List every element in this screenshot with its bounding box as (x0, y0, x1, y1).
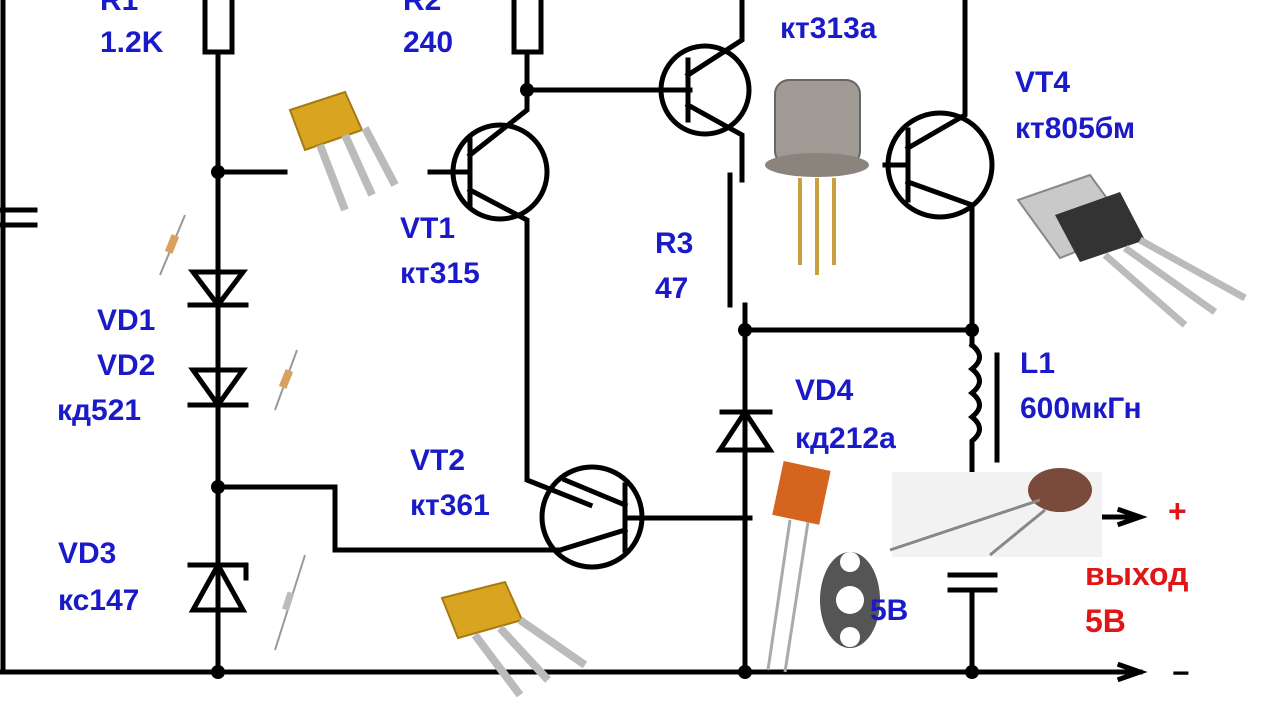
label-vt1: VT1 (400, 212, 455, 245)
label-partial: 5В (870, 594, 908, 627)
label-l1-value: 600мкГн (1020, 392, 1142, 425)
photo-orange-capacitor (766, 460, 831, 673)
photo-mica-washer (820, 552, 880, 648)
label-plus: + (1168, 493, 1187, 529)
label-vt2: VT2 (410, 444, 465, 477)
label-r1: R1 (100, 0, 138, 17)
label-r2-value: 240 (403, 26, 453, 59)
label-r3: R3 (655, 227, 693, 260)
label-vd3-type: кс147 (58, 584, 139, 617)
label-vd12-type: кд521 (57, 394, 141, 427)
label-l1: L1 (1020, 347, 1055, 380)
label-minus: − (1172, 657, 1190, 690)
label-vd4-type: кд212а (795, 422, 896, 455)
label-vd3: VD3 (58, 537, 116, 570)
photo-kt361-package (440, 580, 588, 698)
label-output-voltage: 5В (1085, 603, 1126, 639)
photo-kt805-to220 (1016, 173, 1247, 328)
label-vt4: VT4 (1015, 66, 1070, 99)
label-r1-value: 1.2K (100, 26, 164, 59)
resistor-r2 (511, 0, 544, 55)
photo-kt315-package (288, 90, 399, 212)
label-vt4-type: кт805бм (1015, 112, 1135, 145)
label-vt2-type: кт361 (410, 489, 490, 522)
label-r2: R2 (403, 0, 441, 17)
resistor-r1 (202, 0, 235, 55)
small-resistor-icons (159, 214, 306, 651)
label-vd4: VD4 (795, 374, 854, 407)
photo-kt313-metal-can (765, 79, 869, 275)
photo-ceramic-capacitor (889, 468, 1102, 557)
wires (0, 0, 1148, 683)
label-vt3-type: кт313а (780, 12, 877, 45)
label-output: выход (1085, 556, 1188, 592)
label-r3-value: 47 (655, 272, 688, 305)
label-vt1-type: кт315 (400, 257, 480, 290)
label-vd2: VD2 (97, 349, 155, 382)
label-vd1: VD1 (97, 304, 155, 337)
junction-dots (211, 83, 979, 679)
